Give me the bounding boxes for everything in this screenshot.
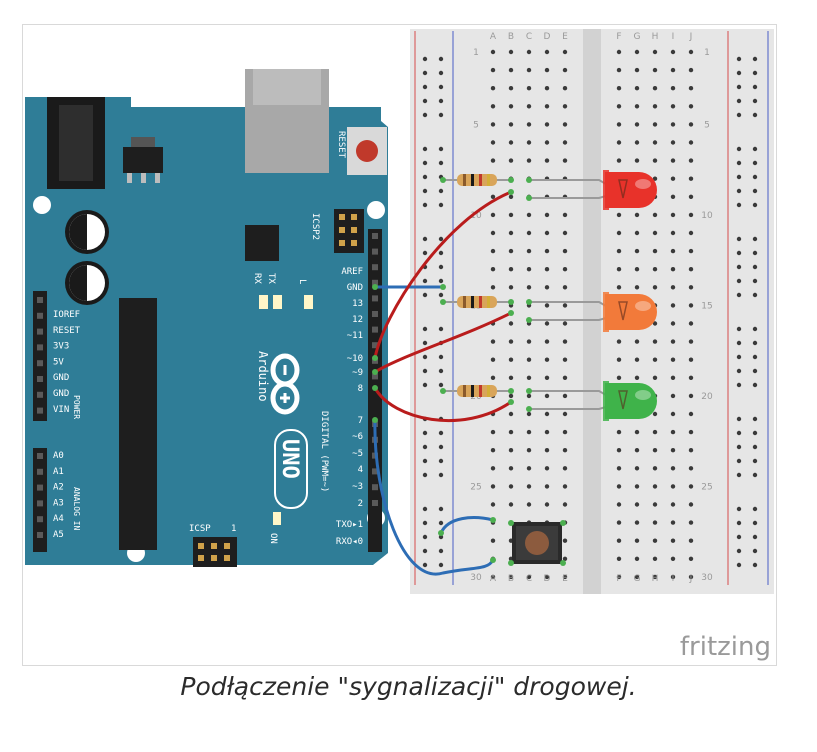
- digital-pin-label: ~9: [352, 368, 363, 378]
- wire-pin-10: [373, 190, 513, 360]
- column-label: C: [526, 32, 532, 42]
- wire-button-gnd: [439, 516, 495, 535]
- row-number: 15: [701, 301, 712, 311]
- wire-pin-9: [373, 311, 513, 374]
- digital-pin-label: 4: [358, 465, 363, 475]
- wire-pin-8: [373, 386, 513, 423]
- power-pin-label: RESET: [53, 326, 81, 336]
- resistors: [440, 174, 514, 397]
- column-labels-top: A B C D E F G H I J: [490, 32, 692, 42]
- power-pin-label: 3V3: [53, 342, 69, 352]
- row-number: 5: [473, 120, 479, 130]
- digital-pin-label: ~10: [347, 354, 363, 364]
- digital-pin-label: RXO◂0: [336, 537, 363, 547]
- figure-caption: Podłączenie "sygnalizacji" drogowej.: [180, 672, 637, 701]
- tx-label: TX: [266, 273, 276, 284]
- digital-pin-label: TXO▸1: [336, 520, 363, 530]
- power-pin-label: GND: [53, 373, 69, 383]
- row-number: 20: [701, 392, 713, 402]
- analog-pin-label: A0: [53, 451, 64, 461]
- column-label: A: [490, 574, 497, 584]
- digital-pin-label: GND: [347, 283, 363, 293]
- power-pin-label: GND: [53, 389, 69, 399]
- digital-pin-label: ~3: [352, 482, 363, 492]
- l-label: L: [297, 279, 307, 284]
- row-number: 1: [704, 48, 710, 58]
- analog-pin-label: A2: [53, 483, 64, 493]
- analog-pin-label: A1: [53, 467, 64, 477]
- power-pin-label: IOREF: [53, 310, 80, 320]
- digital-pin-label: ~11: [347, 331, 363, 341]
- icsp-label: ICSP: [189, 524, 211, 534]
- wire-pin-7: [373, 418, 495, 576]
- column-label: B: [508, 32, 514, 42]
- digital-pin-label: AREF: [341, 267, 363, 277]
- uno-label: UNO: [277, 439, 302, 479]
- row-number: 10: [470, 211, 482, 221]
- column-label: D: [544, 574, 551, 584]
- row-number: 1: [473, 48, 479, 58]
- column-label: G: [634, 32, 641, 42]
- analog-pin-label: A5: [53, 530, 64, 540]
- digital-pin-label: 8: [358, 384, 363, 394]
- column-labels-bottom: A B C D E F G H I J: [490, 574, 692, 584]
- led-green: [605, 383, 657, 419]
- digital-label: DIGITAL (PWM=~): [319, 411, 329, 492]
- column-label: I: [672, 574, 675, 584]
- power-label: POWER: [72, 395, 81, 419]
- row-number: 30: [701, 573, 713, 583]
- row-number: 30: [470, 573, 482, 583]
- leds: [526, 170, 657, 421]
- digital-pin-label: ~6: [352, 432, 363, 442]
- column-label: I: [672, 32, 675, 42]
- column-label: J: [689, 32, 693, 42]
- column-label: D: [544, 32, 551, 42]
- arduino-name: Arduino: [256, 351, 270, 402]
- column-label: J: [689, 574, 693, 584]
- arduino-logo: [270, 353, 300, 415]
- digital-pin-label: ~5: [352, 449, 363, 459]
- led-red: [605, 172, 657, 208]
- column-label: H: [652, 574, 659, 584]
- column-label: C: [526, 574, 532, 584]
- led-orange: [605, 294, 657, 330]
- power-pin-label: VIN: [53, 405, 69, 415]
- arduino-board: RESET ICSP2 RX TX L Arduino UNO: [25, 69, 388, 567]
- digital-pin-label: 2: [358, 499, 363, 509]
- wires: [372, 189, 514, 576]
- row-number: 10: [701, 211, 713, 221]
- column-label: F: [616, 574, 621, 584]
- column-label: G: [634, 574, 641, 584]
- column-label: E: [562, 574, 568, 584]
- column-label: B: [508, 574, 514, 584]
- fritzing-logo: fritzing: [680, 632, 771, 662]
- analog-pin-label: A3: [53, 498, 64, 508]
- row-number: 25: [470, 482, 481, 492]
- row-number: 5: [704, 120, 710, 130]
- digital-pin-label: 7: [358, 416, 363, 426]
- row-number: 25: [701, 482, 712, 492]
- icsp-pin1-label: 1: [231, 524, 236, 534]
- rx-label: RX: [252, 273, 262, 284]
- icsp2-label: ICSP2: [310, 213, 320, 240]
- column-label: F: [616, 32, 621, 42]
- digital-pin-label: 13: [352, 299, 363, 309]
- column-label: A: [490, 32, 497, 42]
- digital-pin-label: 12: [352, 315, 363, 325]
- column-label: E: [562, 32, 568, 42]
- power-pin-label: 5V: [53, 357, 64, 367]
- analog-pin-label: A4: [53, 514, 64, 524]
- on-label: ON: [268, 533, 278, 544]
- power-pin-labels: IOREF RESET 3V3 5V GND GND VIN: [53, 310, 81, 415]
- reset-label: RESET: [336, 131, 346, 159]
- pushbutton: [508, 520, 566, 566]
- microcontroller-chip: [119, 298, 157, 550]
- column-label: H: [652, 32, 659, 42]
- analog-label: ANALOG IN: [72, 487, 81, 531]
